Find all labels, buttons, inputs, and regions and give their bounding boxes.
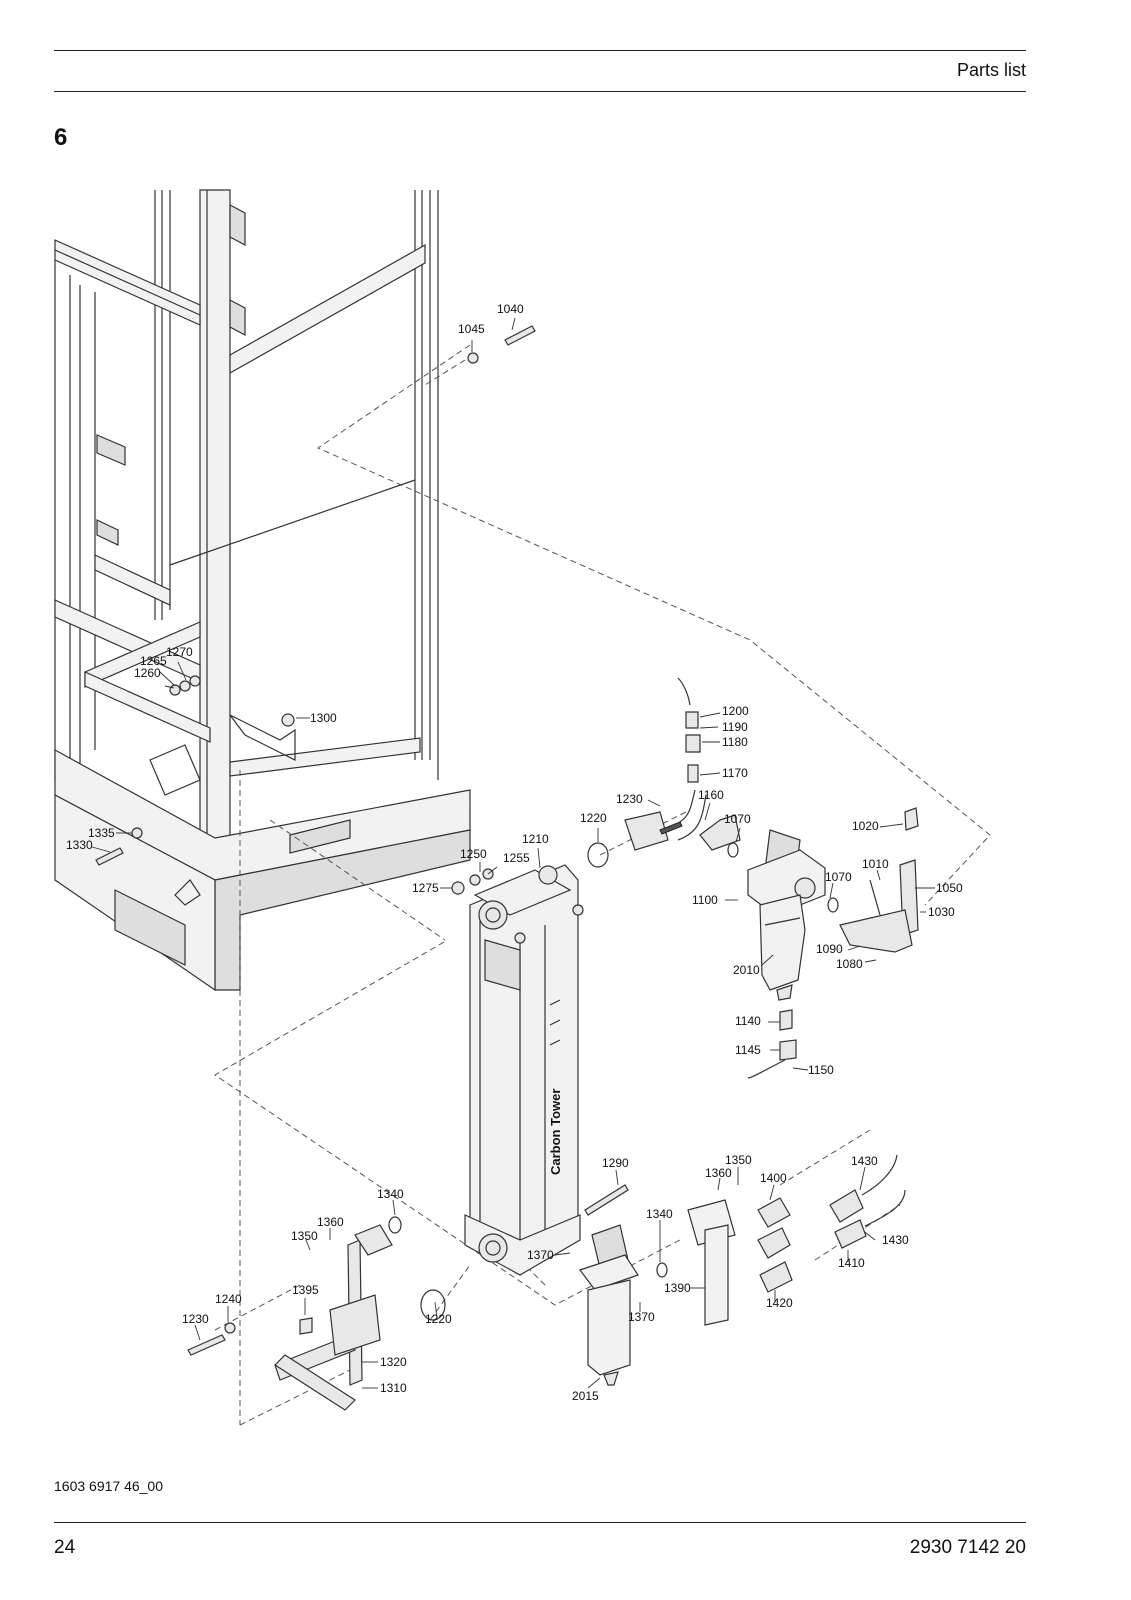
header-title: Parts list	[956, 60, 1026, 80]
part-callout: 1320	[380, 1355, 407, 1369]
part-callout: 1300	[310, 711, 337, 725]
part-callout: 1335	[88, 826, 115, 840]
part-callout: 1200	[722, 704, 749, 718]
part-callout: 1395	[292, 1283, 319, 1297]
part-callout: 1430	[882, 1233, 909, 1247]
lower-assemblies	[95, 325, 906, 1411]
part-callout: 1080	[836, 957, 863, 971]
prefilter-2010	[747, 829, 826, 1079]
part-callout: 1350	[725, 1153, 752, 1167]
part-callout: 1100	[692, 893, 718, 907]
part-callout: 1160	[698, 788, 724, 802]
part-callout: 1090	[816, 942, 843, 956]
part-callout: 1270	[166, 645, 193, 659]
part-callout: 1240	[215, 1292, 242, 1306]
part-callout: 1420	[766, 1296, 793, 1310]
carbon-tower: Carbon Tower	[464, 864, 584, 1276]
part-callout: 1350	[291, 1229, 318, 1243]
part-callout: 1040	[497, 302, 524, 316]
part-callout: 1070	[724, 812, 751, 826]
part-callout: 1030	[928, 905, 955, 919]
part-callout: 1020	[852, 819, 879, 833]
part-callout: 1340	[377, 1187, 404, 1201]
part-callout: 1230	[182, 1312, 209, 1326]
part-callout: 1170	[722, 766, 748, 780]
part-callout: 1045	[458, 322, 485, 336]
part-callout: 1370	[527, 1248, 554, 1262]
part-callout: 1400	[760, 1171, 787, 1185]
page-number: 24	[54, 1537, 76, 1558]
part-callout: 1260	[134, 666, 161, 680]
part-callout: 1370	[628, 1310, 655, 1324]
tower-brand-label: Carbon Tower	[548, 1089, 563, 1175]
part-callout: 1220	[580, 811, 607, 825]
dryer-frame	[54, 189, 471, 992]
part-callout: 1410	[838, 1256, 865, 1270]
part-callout: 1150	[808, 1063, 834, 1077]
part-callout: 2015	[572, 1389, 599, 1403]
part-callout: 1250	[460, 847, 487, 861]
figure-id: 1603 6917 46_00	[54, 1478, 163, 1494]
header-top-rule	[54, 50, 1026, 51]
header-bottom-rule	[54, 91, 1026, 92]
part-callout: 1360	[317, 1215, 344, 1229]
part-callout: 1360	[705, 1166, 732, 1180]
part-callout: 1230	[616, 792, 643, 806]
part-callout: 1210	[522, 832, 549, 846]
part-callout: 1220	[425, 1312, 452, 1326]
part-callout: 1275	[412, 881, 439, 895]
outlet-piping	[587, 677, 919, 953]
part-callout: 1265	[140, 654, 167, 668]
part-callout: 1430	[851, 1154, 878, 1168]
part-callout: 1010	[862, 857, 889, 871]
part-callout: 1340	[646, 1207, 673, 1221]
part-callout: 1310	[380, 1381, 407, 1395]
section-number: 6	[54, 124, 68, 151]
part-callout: 1290	[602, 1156, 629, 1170]
part-callout: 1390	[664, 1281, 691, 1295]
document-number: 2930 7142 20	[909, 1537, 1026, 1558]
part-callout: 1330	[66, 838, 93, 852]
part-callout: 1050	[936, 881, 963, 895]
footer-rule	[54, 1522, 1026, 1523]
part-callout: 2010	[733, 963, 760, 977]
part-callout: 1255	[503, 851, 530, 865]
part-callout: 1180	[722, 735, 748, 749]
leader-lines	[91, 317, 935, 1389]
part-callout: 1070	[825, 870, 852, 884]
part-callout: 1145	[735, 1043, 761, 1057]
part-callout: 1140	[735, 1014, 761, 1028]
part-callout: 1190	[722, 720, 748, 734]
